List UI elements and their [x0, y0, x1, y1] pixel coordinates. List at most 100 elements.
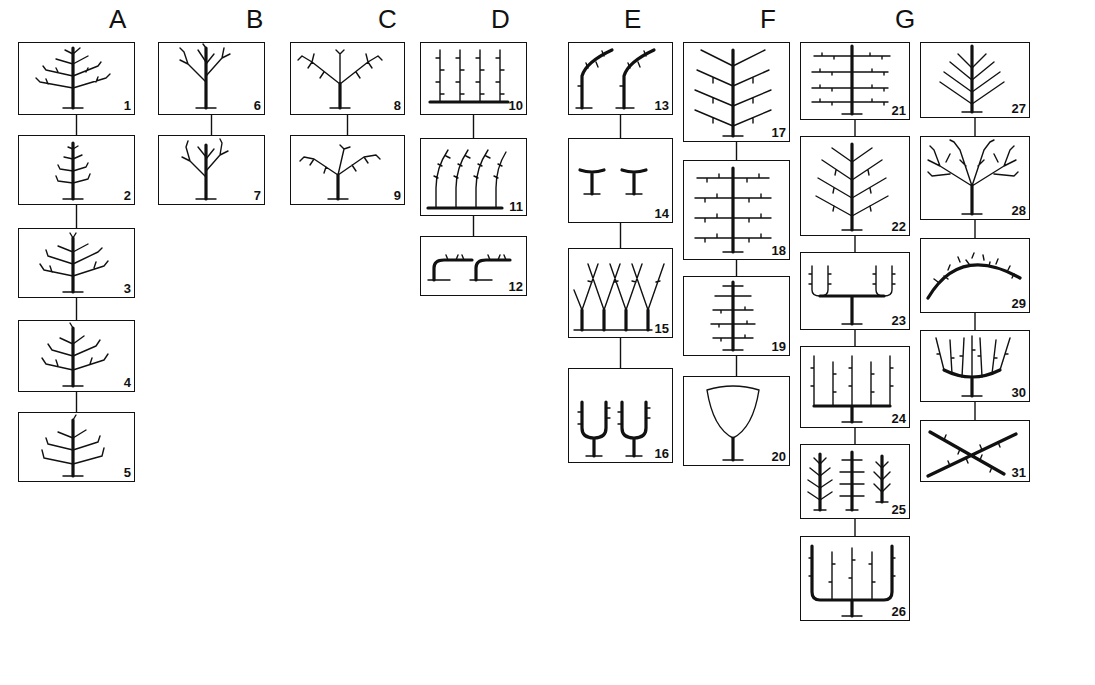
callout-number: 24 — [892, 412, 906, 426]
column-letter: F — [760, 4, 776, 34]
tree-drawing — [809, 546, 895, 616]
connector-line — [736, 356, 737, 376]
callout-number: 11 — [509, 200, 523, 214]
column-letter: C — [378, 4, 397, 34]
training-form-box: 21 — [800, 42, 910, 120]
callout-number: 7 — [254, 189, 261, 203]
trunk-stroke — [731, 438, 734, 460]
callout-number: 23 — [892, 314, 906, 328]
branch-stroke — [428, 255, 506, 280]
branch-stroke — [695, 50, 771, 136]
training-form-box: 31 — [920, 420, 1030, 482]
training-form-box: 6 — [158, 42, 265, 115]
trunk-stroke — [820, 296, 884, 324]
callout-number: 20 — [772, 450, 786, 464]
trunk-stroke — [71, 48, 74, 108]
tree-drawing — [707, 386, 759, 460]
callout-number: 8 — [394, 99, 401, 113]
tree-drawing — [428, 255, 510, 280]
branch-stroke — [40, 233, 108, 292]
training-form-box: 8 — [290, 42, 405, 115]
branch-stroke — [808, 458, 890, 510]
column-letter: D — [491, 4, 510, 34]
connector-line — [620, 115, 621, 138]
training-form-box: 4 — [18, 320, 135, 392]
connector-line — [854, 330, 855, 346]
trunk-stroke — [430, 100, 508, 103]
connector-line — [620, 338, 621, 368]
callout-number: 22 — [892, 220, 906, 234]
callout-number: 10 — [509, 99, 523, 113]
column-letter: G — [895, 4, 915, 34]
tree-drawing — [576, 50, 654, 108]
tree-drawing — [42, 323, 108, 386]
callout-number: 9 — [394, 189, 401, 203]
trunk-stroke — [731, 168, 734, 252]
branch-stroke — [928, 140, 1018, 214]
callout-number: 5 — [124, 466, 131, 480]
training-form-box: 17 — [683, 42, 790, 142]
tree-drawing — [695, 50, 771, 136]
branch-stroke — [36, 48, 110, 108]
training-form-box: 11 — [420, 138, 527, 216]
callout-number: 18 — [772, 244, 786, 258]
training-form-box: 22 — [800, 136, 910, 236]
callout-number: 14 — [655, 207, 669, 221]
trunk-stroke — [434, 260, 510, 280]
branch-stroke — [809, 266, 895, 324]
connector-line — [854, 428, 855, 444]
training-form-box: 27 — [920, 42, 1030, 118]
branch-stroke — [576, 51, 646, 108]
column-letter: B — [246, 4, 263, 34]
connector-line — [211, 115, 212, 135]
branch-stroke — [434, 150, 506, 208]
branch-stroke — [56, 146, 90, 199]
tree-drawing — [40, 233, 108, 292]
tree-drawing — [928, 253, 1020, 298]
callout-number: 12 — [509, 280, 523, 294]
training-form-box: 15 — [568, 248, 673, 338]
callout-number: 26 — [892, 605, 906, 619]
branch-stroke — [436, 50, 504, 102]
connector-line — [854, 120, 855, 136]
tree-drawing — [936, 336, 1010, 396]
callout-number: 13 — [655, 99, 669, 113]
callout-number: 4 — [124, 376, 131, 390]
tree-drawing — [928, 432, 1016, 476]
connector-line — [974, 118, 975, 136]
trunk-stroke — [71, 238, 74, 292]
training-form-box: 7 — [158, 135, 265, 205]
trunk-stroke — [814, 406, 890, 422]
trunk-stroke — [582, 310, 648, 330]
tree-drawing — [812, 46, 890, 114]
tree-drawing — [182, 139, 228, 199]
tree-drawing — [809, 266, 895, 324]
branch-stroke — [298, 50, 382, 108]
branch-stroke — [300, 145, 380, 199]
branch-stroke — [584, 193, 642, 194]
branch-stroke — [695, 174, 771, 252]
training-form-box: 29 — [920, 238, 1030, 313]
branch-stroke — [936, 336, 1010, 396]
branch-stroke — [574, 264, 664, 330]
callout-number: 31 — [1012, 466, 1026, 480]
tree-drawing — [578, 402, 650, 456]
callout-number: 28 — [1012, 204, 1026, 218]
trunk-stroke — [970, 186, 973, 214]
trunk-stroke — [582, 50, 654, 108]
callout-number: 17 — [772, 126, 786, 140]
tree-drawing — [298, 50, 382, 108]
trunk-stroke — [204, 48, 207, 108]
branch-stroke — [812, 53, 890, 114]
callout-number: 16 — [655, 447, 669, 461]
connector-line — [347, 115, 348, 135]
training-form-box: 2 — [18, 135, 135, 205]
connector-line — [473, 216, 474, 236]
training-form-box: 16 — [568, 368, 673, 463]
tree-drawing — [180, 44, 230, 108]
connector-line — [854, 236, 855, 252]
callout-number: 1 — [124, 99, 131, 113]
callout-number: 21 — [892, 104, 906, 118]
